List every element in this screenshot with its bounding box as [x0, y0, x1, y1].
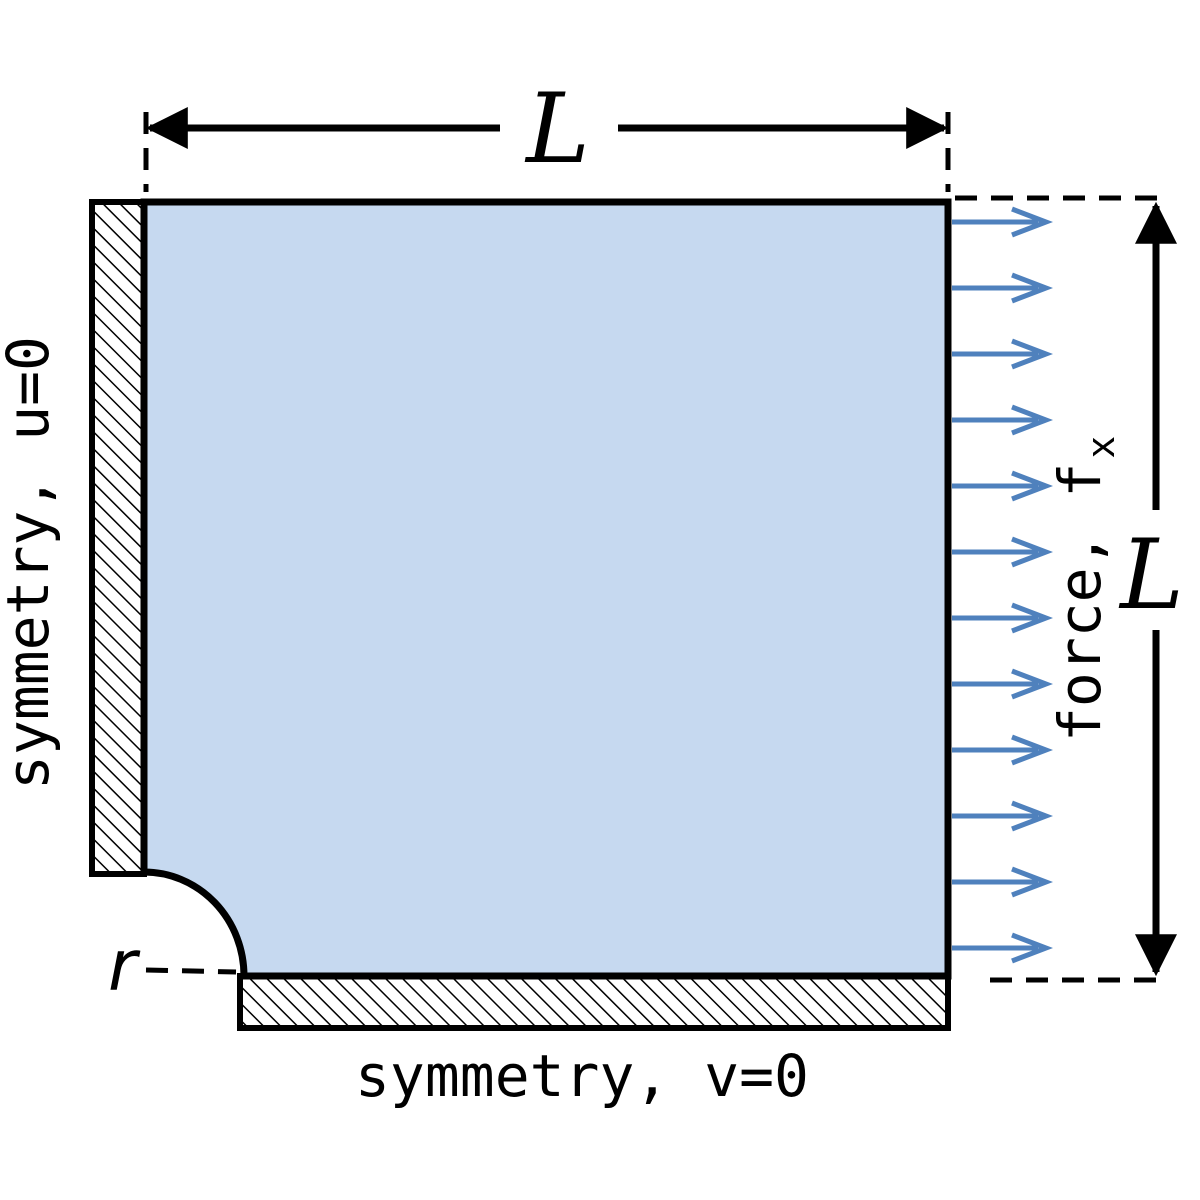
force-arrow [952, 602, 1054, 634]
force-arrow-head [1011, 866, 1054, 898]
force-arrow [952, 800, 1054, 832]
radius-label: r [108, 925, 141, 1007]
force-arrow [952, 404, 1054, 436]
force-arrow-head [1011, 272, 1054, 304]
radius-leader-line [145, 967, 237, 975]
force-arrow [952, 734, 1054, 766]
left-symmetry-support [89, 199, 147, 877]
left-boundary-label: symmetry, u=0 [0, 336, 62, 790]
force-arrow [952, 668, 1054, 700]
force-arrow-head [1011, 800, 1054, 832]
right-dimension-label: L [1118, 519, 1184, 631]
force-arrow [952, 536, 1054, 568]
force-arrow-head [1011, 338, 1054, 370]
force-arrow-head [1011, 470, 1054, 502]
force-arrow-head [1011, 404, 1054, 436]
force-arrow-head [1011, 932, 1054, 964]
force-label: force, f x [1046, 436, 1123, 742]
force-label-text: force, f [1046, 463, 1114, 742]
force-arrow [952, 206, 1054, 238]
force-arrow [952, 272, 1054, 304]
top-dimension-label: L [524, 73, 590, 185]
bottom-symmetry-support [237, 973, 951, 1031]
force-arrow-head [1011, 206, 1054, 238]
force-arrow [952, 932, 1054, 964]
force-arrow [952, 470, 1054, 502]
force-arrow [952, 866, 1054, 898]
plate-body [140, 198, 952, 980]
force-arrow-head [1011, 536, 1054, 568]
force-arrow [952, 338, 1054, 370]
force-arrow-head [1011, 668, 1054, 700]
force-arrow-head [1011, 602, 1054, 634]
force-arrow-head [1011, 734, 1054, 766]
bottom-boundary-label: symmetry, v=0 [355, 1042, 809, 1110]
force-label-subscript: x [1079, 436, 1123, 459]
force-arrows [952, 206, 1054, 964]
